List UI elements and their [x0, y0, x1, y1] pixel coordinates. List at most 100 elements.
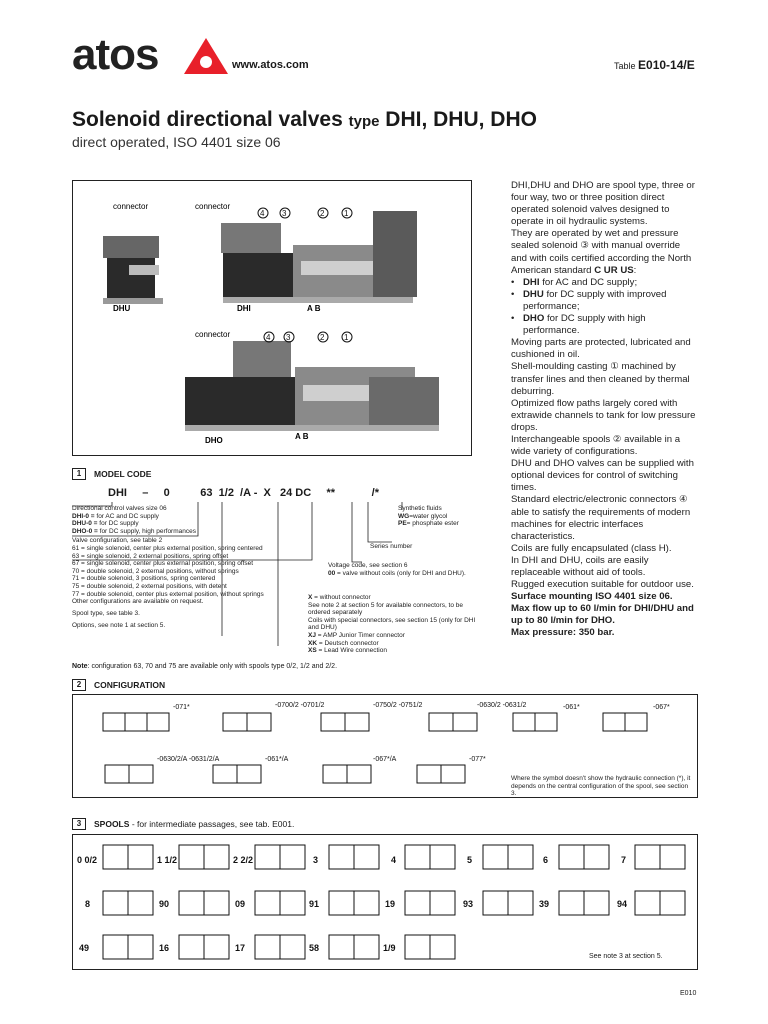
- certification-mark: C UR US: [594, 264, 634, 276]
- dhu-label: DHU: [113, 304, 131, 313]
- svg-text:1: 1: [344, 209, 349, 218]
- title-main: Solenoid directional valves: [72, 108, 343, 131]
- desc-p11: Rugged execution suitable for outdoor us…: [511, 579, 694, 591]
- mc-valve-config: Valve configuration, see table 2: [72, 537, 163, 545]
- svg-text:3: 3: [286, 333, 291, 342]
- svg-text:7: 7: [621, 855, 626, 865]
- desc-p9: Coils are fully encapsulated (class H).: [511, 542, 672, 554]
- dho-valve-drawing: [185, 341, 439, 431]
- mc-dcv: Directional control valves size 06: [72, 505, 167, 512]
- desc-bold3: Max pressure: 350 bar.: [511, 627, 615, 639]
- section-3-heading: SPOOLS - for intermediate passages, see …: [94, 819, 294, 829]
- desc-bold2: Max flow up to 60 l/min for DHI/DHU and …: [511, 603, 694, 627]
- svg-text:A B: A B: [307, 304, 321, 313]
- desc-bold1: Surface mounting ISO 4401 size 06.: [511, 591, 673, 603]
- page-title: Solenoid directional valves type DHI, DH…: [72, 108, 537, 132]
- svg-text:DHI: DHI: [237, 304, 251, 313]
- dhi-valve-drawing: [221, 211, 417, 303]
- footer-code: E010: [680, 990, 697, 997]
- svg-text:4: 4: [266, 333, 271, 342]
- svg-text:3: 3: [313, 855, 318, 865]
- svg-text:1/9: 1/9: [383, 943, 396, 953]
- svg-text:6: 6: [543, 855, 548, 865]
- model-code-series: Series number: [370, 543, 413, 550]
- logo-text: atos: [72, 30, 159, 79]
- svg-text:09: 09: [235, 899, 245, 909]
- svg-text:91: 91: [309, 899, 319, 909]
- svg-text:58: 58: [309, 943, 319, 953]
- spool-label-0: 0 0/2: [77, 855, 97, 865]
- section-3-number: 3: [72, 818, 86, 830]
- svg-text:49: 49: [79, 943, 89, 953]
- svg-text:DHO: DHO: [205, 436, 223, 445]
- title-type-word: type: [348, 113, 380, 130]
- svg-text:93: 93: [463, 899, 473, 909]
- supply-item-dho: DHO for DC supply with high performance.: [511, 313, 698, 337]
- table-prefix: Table: [614, 61, 636, 71]
- page-subtitle: direct operated, ISO 4401 size 06: [72, 134, 281, 150]
- configuration-box: -071* -0700/2 -0701/2 -0750/2 -0751/2 -0…: [72, 694, 698, 798]
- svg-text:-061*/A: -061*/A: [265, 756, 289, 763]
- svg-text:16: 16: [159, 943, 169, 953]
- spool-symbols: 0 0/2 1 1/2 2 2/2 3 4 5 6 7 8 90 09 91 1…: [77, 844, 686, 960]
- svg-text:connector: connector: [195, 202, 230, 211]
- model-code-fluids: Synthetic fluids WG=water glycol PE= pho…: [398, 505, 459, 528]
- table-reference: Table E010-14/E: [614, 58, 695, 72]
- desc-p2: They are operated by wet and pressure se…: [511, 228, 692, 276]
- section-1-title: MODEL CODE: [94, 469, 152, 479]
- model-code-leader-lines: [72, 502, 403, 646]
- svg-text:-0700/2 -0701/2: -0700/2 -0701/2: [275, 702, 325, 709]
- svg-text:connector: connector: [195, 330, 230, 339]
- section-3-subtitle: - for intermediate passages, see tab. E0…: [131, 819, 295, 829]
- desc-p3: Moving parts are protected, lubricated a…: [511, 337, 691, 361]
- svg-text:4: 4: [391, 855, 396, 865]
- svg-text:8: 8: [85, 899, 90, 909]
- svg-text:-061*: -061*: [563, 704, 580, 711]
- supply-item-dhi: DHI for AC and DC supply;: [511, 277, 698, 289]
- spools-box: 0 0/2 1 1/2 2 2/2 3 4 5 6 7 8 90 09 91 1…: [72, 834, 698, 970]
- config-071: -071*: [173, 704, 190, 711]
- model-code-note: Note: configuration 63, 70 and 75 are av…: [72, 663, 338, 670]
- desc-p10: In DHI and DHU, coils are easily replace…: [511, 554, 649, 578]
- spools-note: See note 3 at section 5.: [589, 953, 663, 960]
- svg-text:-067*: -067*: [653, 704, 670, 711]
- valve-illustration: DHU connector DHI connector A B 4 3 2 1: [72, 180, 472, 456]
- title-types: DHI, DHU, DHO: [385, 108, 537, 131]
- svg-text:39: 39: [539, 899, 549, 909]
- supply-item-dhu: DHU for DC supply with improved performa…: [511, 289, 698, 313]
- mc-options: Options, see note 1 at section 5.: [72, 622, 166, 630]
- model-code-connectors: X = without connector See note 2 at sect…: [308, 594, 476, 655]
- svg-text:90: 90: [159, 899, 169, 909]
- atos-logo: atos: [72, 30, 228, 79]
- section-2-title: CONFIGURATION: [94, 680, 166, 690]
- desc-p7: DHU and DHO valves can be supplied with …: [511, 458, 694, 494]
- svg-text:5: 5: [467, 855, 472, 865]
- svg-text:2: 2: [320, 209, 325, 218]
- svg-text:1 1/2: 1 1/2: [157, 855, 177, 865]
- svg-text:-067*/A: -067*/A: [373, 756, 397, 763]
- website[interactable]: www.atos.com: [232, 59, 309, 71]
- dhu-valve-drawing: [103, 236, 163, 304]
- desc-p8: Standard electric/electronic connectors …: [511, 494, 691, 542]
- svg-text:17: 17: [235, 943, 245, 953]
- logo-triangle-icon: [184, 38, 228, 74]
- svg-text:-0630/2 -0631/2: -0630/2 -0631/2: [477, 702, 527, 709]
- description-column: DHI,DHU and DHO are spool type, three or…: [511, 180, 698, 640]
- configuration-symbols: -071* -0700/2 -0701/2 -0750/2 -0751/2 -0…: [102, 702, 670, 784]
- svg-text:-0630/2/A -0631/2/A: -0630/2/A -0631/2/A: [157, 756, 220, 763]
- supply-list: DHI for AC and DC supply; DHU for DC sup…: [511, 277, 698, 337]
- svg-text:-0750/2 -0751/2: -0750/2 -0751/2: [373, 702, 423, 709]
- section-3-title: SPOOLS: [94, 819, 130, 829]
- svg-text:2 2/2: 2 2/2: [233, 855, 253, 865]
- section-2-number: 2: [72, 679, 86, 691]
- desc-p1: DHI,DHU and DHO are spool type, three or…: [511, 180, 695, 228]
- model-code-left-block: Directional control valves size 06 DHI-0…: [72, 505, 312, 630]
- svg-text:4: 4: [260, 209, 265, 218]
- svg-text:connector: connector: [113, 202, 148, 211]
- desc-p4: Shell-moulding casting ① machined by tra…: [511, 361, 690, 397]
- svg-text:19: 19: [385, 899, 395, 909]
- svg-text:1: 1: [344, 333, 349, 342]
- desc-p6: Interchangeable spools ② available in a …: [511, 433, 681, 458]
- svg-text:-077*: -077*: [469, 756, 486, 763]
- model-code-voltage: Voltage code, see section 6 00 = valve w…: [328, 562, 466, 577]
